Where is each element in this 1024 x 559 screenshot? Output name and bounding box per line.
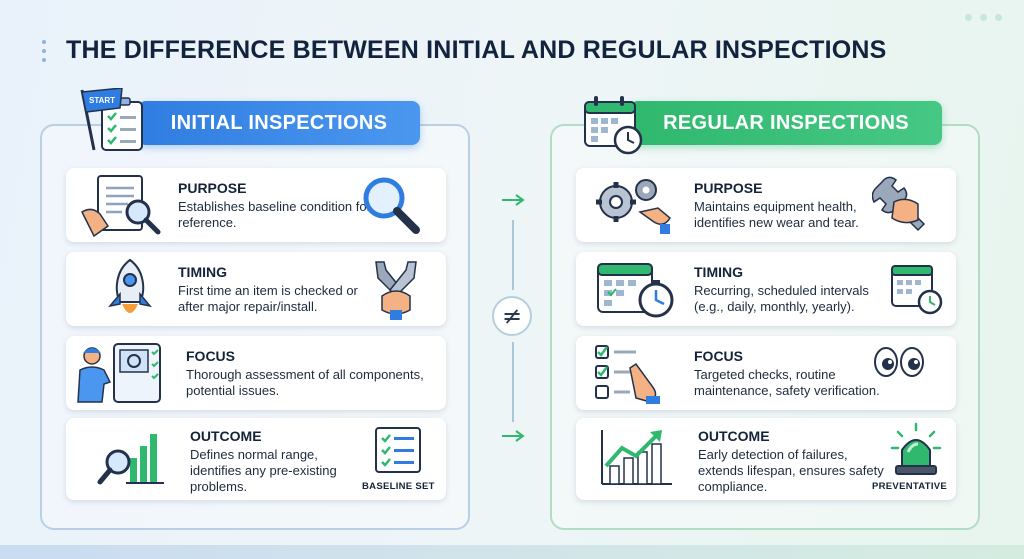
regular-timing-card: TIMING Recurring, scheduled intervals (e… bbox=[576, 252, 956, 326]
magnifier-icon bbox=[363, 177, 420, 234]
card-heading: OUTCOME bbox=[190, 428, 262, 444]
calendar-clock-icon bbox=[891, 265, 943, 315]
card-heading: PURPOSE bbox=[178, 180, 247, 196]
rocket-icon bbox=[108, 258, 152, 313]
bar-chart-magnifier-icon bbox=[97, 434, 164, 485]
card-description: Early detection of failures, extends lif… bbox=[698, 447, 884, 494]
card-description: Targeted checks, routine maintenance, sa… bbox=[694, 367, 880, 398]
arrow-right-icon bbox=[502, 430, 525, 442]
card-heading: TIMING bbox=[178, 264, 227, 280]
regular-outcome-card: OUTCOME Early detection of failures, ext… bbox=[576, 418, 956, 500]
wrench-hand-icon bbox=[872, 176, 926, 232]
checklist-pointer-icon bbox=[595, 345, 660, 404]
technician-control-panel-icon bbox=[77, 343, 161, 403]
card-description: Recurring, scheduled intervals (e.g., da… bbox=[694, 283, 869, 314]
regular-purpose-card: PURPOSE Maintains equipment health, iden… bbox=[576, 168, 956, 242]
preventative-badge: PREVENTATIVE bbox=[872, 481, 948, 492]
trend-chart-icon bbox=[601, 430, 672, 485]
decorative-dots-right bbox=[965, 14, 1002, 21]
start-flag-clipboard-icon: START bbox=[80, 88, 143, 151]
card-heading: TIMING bbox=[694, 264, 743, 280]
calendar-stopwatch-icon bbox=[597, 263, 674, 318]
initial-purpose-card: PURPOSE Establishes baseline condition f… bbox=[66, 168, 446, 242]
card-heading: FOCUS bbox=[694, 348, 743, 364]
gears-hand-icon bbox=[596, 179, 671, 234]
baseline-checklist-icon bbox=[375, 427, 421, 473]
baseline-set-badge: BASELINE SET bbox=[362, 481, 435, 492]
card-description: Establishes baseline condition for refer… bbox=[178, 199, 371, 230]
arrow-right-icon bbox=[502, 194, 525, 206]
card-description: First time an item is checked or after m… bbox=[178, 283, 358, 314]
start-flag-label: START bbox=[89, 96, 115, 105]
initial-timing-card: TIMING First time an item is checked or … bbox=[66, 252, 446, 326]
wrench-hand-icon bbox=[375, 261, 417, 320]
initial-outcome-card: OUTCOME Defines normal range, identifies… bbox=[66, 418, 446, 500]
card-description: Thorough assessment of all components, p… bbox=[186, 367, 424, 398]
card-heading: OUTCOME bbox=[698, 428, 770, 444]
eyes-icon bbox=[874, 347, 924, 377]
decorative-dots-left bbox=[42, 40, 46, 67]
bottom-decorative-stripe bbox=[0, 545, 1024, 559]
card-heading: FOCUS bbox=[186, 348, 235, 364]
divider-line-top bbox=[512, 220, 514, 290]
initial-focus-card: FOCUS Thorough assessment of all compone… bbox=[66, 336, 446, 410]
card-description: Maintains equipment health, identifies n… bbox=[694, 199, 859, 230]
document-magnifier-icon bbox=[81, 175, 161, 238]
page-title: THE DIFFERENCE BETWEEN INITIAL AND REGUL… bbox=[66, 36, 887, 64]
not-equal-symbol: ≠ bbox=[492, 296, 532, 336]
initial-inspections-banner: INITIAL INSPECTIONS bbox=[138, 101, 420, 145]
regular-inspections-banner: REGULAR INSPECTIONS bbox=[630, 101, 942, 145]
calendar-clock-icon bbox=[584, 96, 643, 155]
card-description: Defines normal range, identifies any pre… bbox=[190, 447, 337, 494]
regular-focus-card: FOCUS Targeted checks, routine maintenan… bbox=[576, 336, 956, 410]
divider-line-bottom bbox=[512, 342, 514, 422]
card-heading: PURPOSE bbox=[694, 180, 763, 196]
beacon-light-icon bbox=[890, 422, 942, 475]
